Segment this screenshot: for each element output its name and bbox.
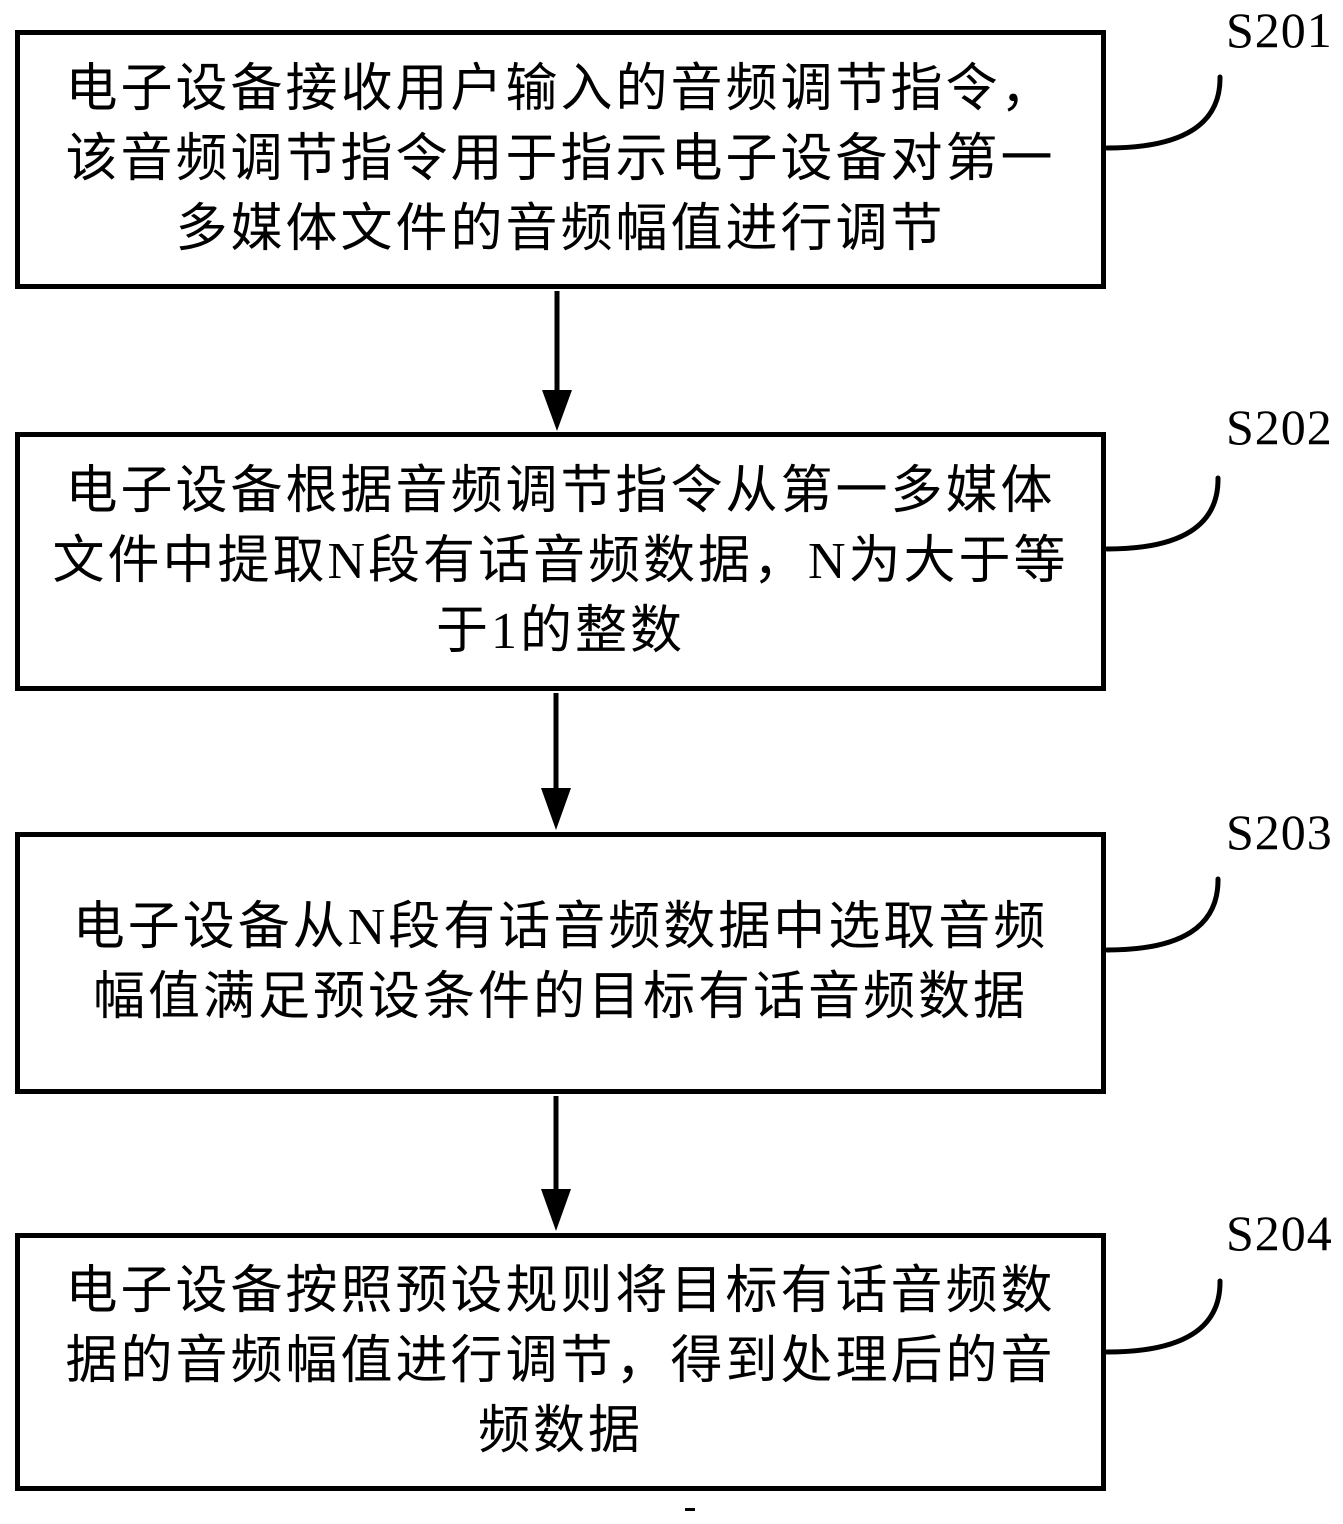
step-text-line: 电子设备根据音频调节指令从第一多媒体 (65, 462, 1056, 520)
step-label-s201: S201 (1226, 2, 1333, 58)
step-text-s202: 电子设备根据音频调节指令从第一多媒体 文件中提取N段有话音频数据，N为大于等 于… (20, 457, 1101, 667)
step-text-line: 多媒体文件的音频幅值进行调节 (175, 200, 946, 258)
step-box-s201: 电子设备接收用户输入的音频调节指令， 该音频调节指令用于指示电子设备对第一 多媒… (15, 30, 1106, 289)
step-text-line: 于1的整数 (435, 602, 685, 660)
leader-curve-s204 (1104, 1278, 1223, 1355)
step-box-s203: 电子设备从N段有话音频数据中选取音频 幅值满足预设条件的目标有话音频数据 (15, 832, 1106, 1094)
step-text-s203: 电子设备从N段有话音频数据中选取音频 幅值满足预设条件的目标有话音频数据 (20, 893, 1101, 1033)
step-text-s204: 电子设备按照预设规则将目标有话音频数 据的音频幅值进行调节，得到处理后的音 频数… (20, 1257, 1101, 1467)
step-text-line: 文件中提取N段有话音频数据，N为大于等 (52, 532, 1069, 590)
step-text-line: 电子设备从N段有话音频数据中选取音频 (72, 899, 1049, 956)
flow-arrow-2-head-icon (541, 788, 571, 830)
step-label-s204: S204 (1226, 1205, 1333, 1261)
step-text-line: 该音频调节指令用于指示电子设备对第一 (65, 130, 1056, 188)
step-text-line: 频数据 (477, 1403, 643, 1460)
flow-arrow-3-head-icon (541, 1189, 571, 1231)
step-label-s203: S203 (1226, 804, 1333, 860)
flow-arrow-1-head-icon (542, 390, 572, 431)
caption-dash-mark (685, 1508, 695, 1511)
step-box-s202: 电子设备根据音频调节指令从第一多媒体 文件中提取N段有话音频数据，N为大于等 于… (15, 432, 1106, 691)
leader-curve-s202 (1104, 475, 1221, 552)
step-text-line: 电子设备接收用户输入的音频调节指令， (65, 60, 1056, 118)
step-text-s201: 电子设备接收用户输入的音频调节指令， 该音频调节指令用于指示电子设备对第一 多媒… (20, 55, 1101, 265)
step-box-s204: 电子设备按照预设规则将目标有话音频数 据的音频幅值进行调节，得到处理后的音 频数… (15, 1233, 1106, 1491)
leader-curve-s201 (1104, 74, 1223, 151)
step-label-s202: S202 (1226, 399, 1333, 455)
step-text-line: 幅值满足预设条件的目标有话音频数据 (92, 969, 1028, 1026)
step-text-line: 据的音频幅值进行调节，得到处理后的音 (65, 1333, 1056, 1390)
leader-curve-s203 (1104, 876, 1221, 953)
step-text-line: 电子设备按照预设规则将目标有话音频数 (65, 1263, 1056, 1320)
